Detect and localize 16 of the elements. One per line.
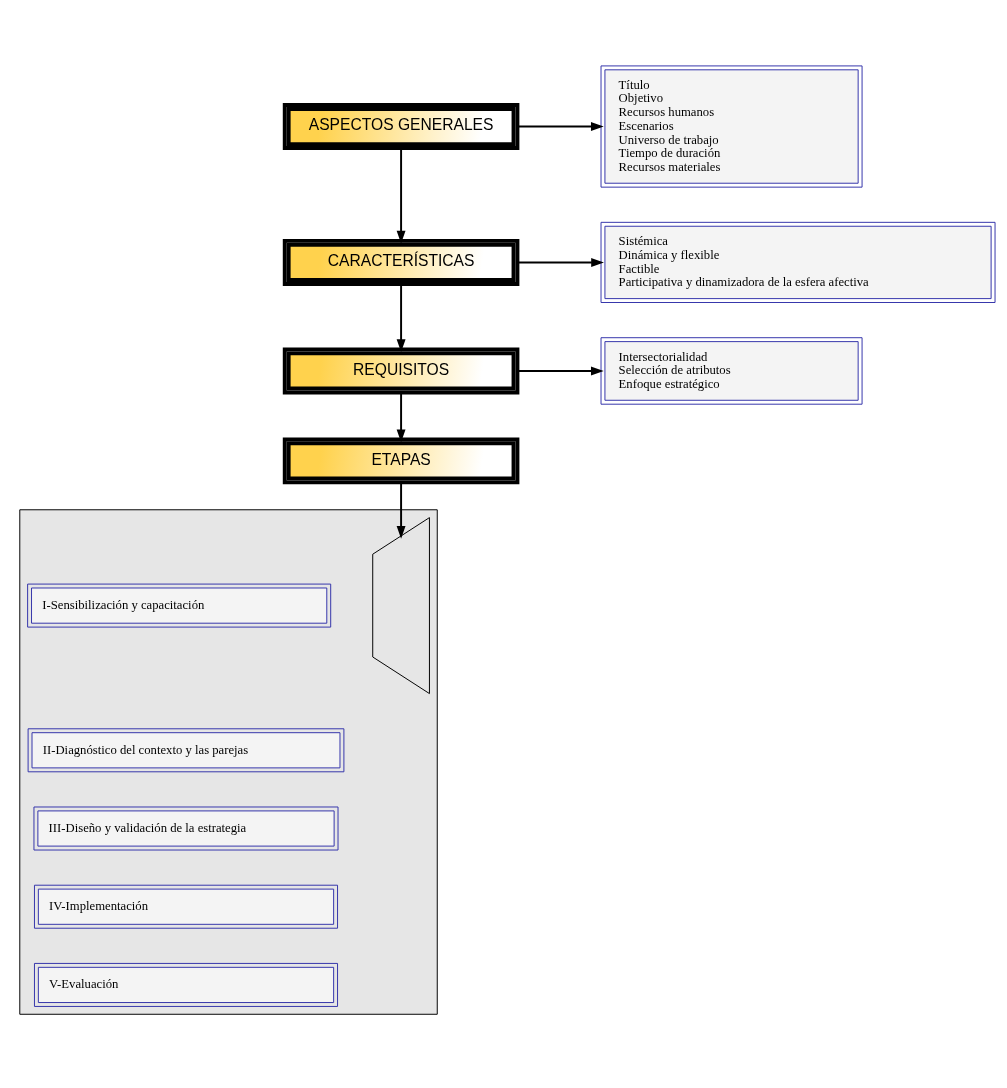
arrow (516, 257, 604, 267)
node-box: CARACTERÍSTICAS (282, 238, 520, 286)
node-box: I-Sensibilización y capacitación (27, 583, 332, 628)
node-box: IV-Implementación (33, 884, 339, 929)
arrow (396, 481, 406, 539)
arrow (396, 147, 406, 244)
node-box: II-Diagnóstico del contexto y las parejas (27, 728, 345, 773)
node-box: ETAPAS (282, 437, 520, 485)
node-box: REQUISITOS (282, 347, 520, 395)
node-box: III-Diseño y validación de la estrategia (33, 806, 339, 851)
cluster (19, 509, 438, 1015)
node-box: Título Objetivo Recursos humanos Escenarios Universo de trabajo Tiempo de duración Recursos materiales (600, 65, 863, 188)
arrow (516, 366, 604, 376)
node-box: Intersectorialidad Selección de atributos Enfoque estratégico (600, 337, 863, 405)
arrow (396, 391, 406, 443)
arrow (516, 122, 604, 131)
